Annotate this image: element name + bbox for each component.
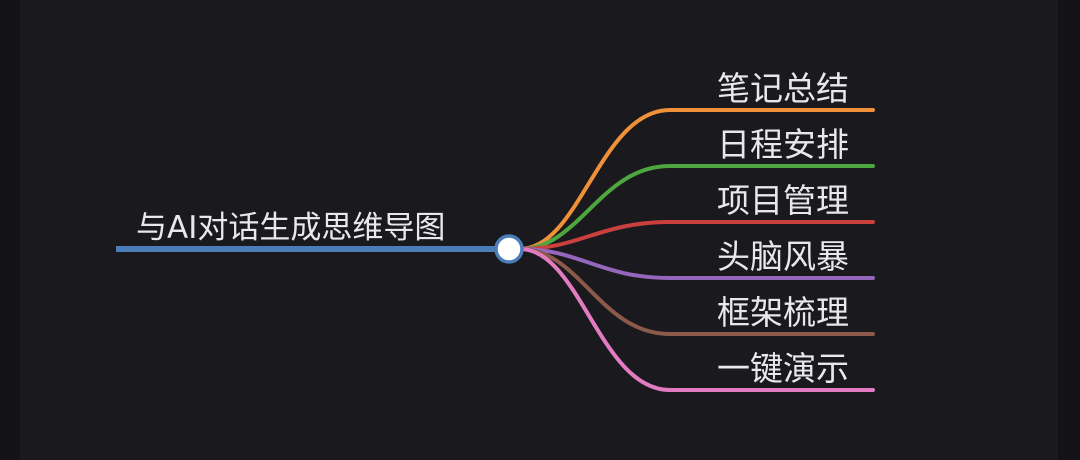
branch-link	[518, 220, 875, 251]
branch-node-label[interactable]: 项目管理	[717, 181, 849, 220]
branch-node-label[interactable]: 日程安排	[717, 125, 849, 164]
root-node-label[interactable]: 与AI对话生成思维导图	[136, 210, 445, 246]
root-collapse-toggle[interactable]	[494, 234, 524, 264]
branch-node-label[interactable]: 头脑风暴	[717, 237, 849, 276]
right-border	[1058, 0, 1080, 460]
branch-links	[518, 108, 875, 392]
branch-link	[518, 164, 875, 251]
left-border	[0, 0, 20, 460]
branch-link	[518, 108, 875, 251]
branch-link	[518, 247, 875, 392]
branch-link	[518, 247, 875, 336]
branch-node-label[interactable]: 框架梳理	[717, 293, 849, 332]
branch-link	[518, 247, 875, 280]
branch-node-label[interactable]: 笔记总结	[717, 69, 849, 108]
branch-node-label[interactable]: 一键演示	[717, 349, 849, 388]
